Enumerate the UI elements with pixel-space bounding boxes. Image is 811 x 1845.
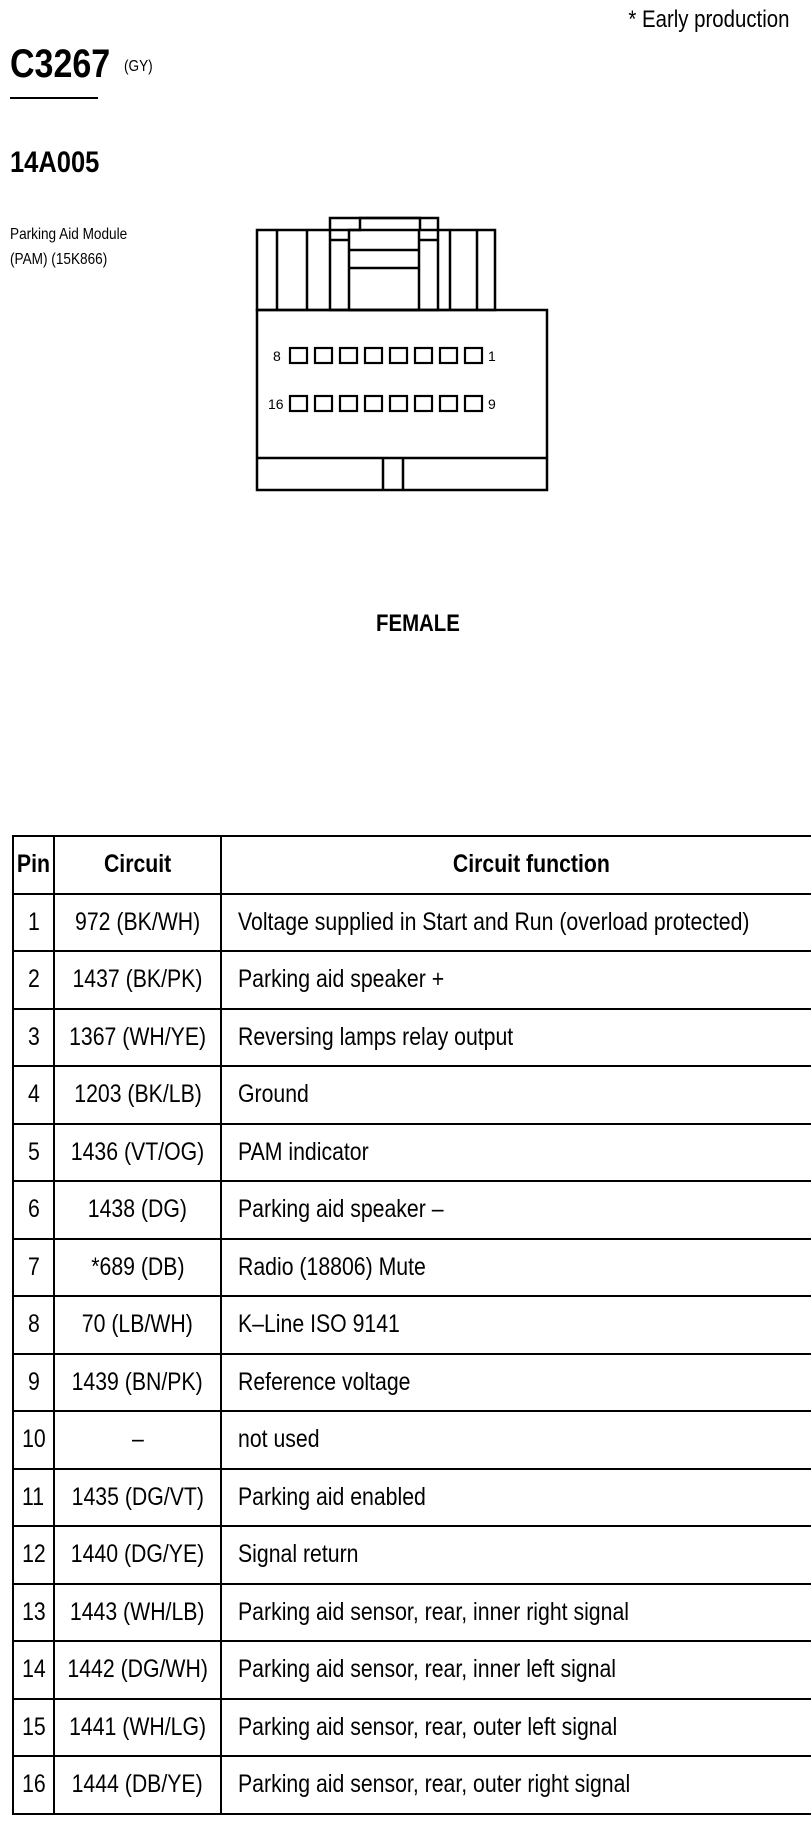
cell-circuit: 1438 (DG) (52, 1180, 223, 1240)
cell-circuit: 1437 (BK/PK) (52, 950, 223, 1010)
cell-circuit: *689 (DB) (52, 1237, 223, 1297)
cell-function: Parking aid speaker + (220, 950, 811, 1010)
description-line-1: Parking Aid Module (10, 226, 128, 243)
description-line-2: (PAM) (15K866) (10, 251, 108, 268)
connector-color: (GY) (124, 58, 153, 75)
latch (328, 216, 440, 312)
cell-pin: 6 (12, 1180, 55, 1240)
cell-pin: 5 (12, 1122, 55, 1182)
cell-function: PAM indicator (220, 1122, 811, 1182)
table-header-row: Pin Circuit Circuit function (12, 835, 811, 895)
cell-circuit: 1203 (BK/LB) (52, 1065, 223, 1125)
pin-label-1: 1 (488, 348, 496, 364)
pin-label-9: 9 (488, 396, 496, 412)
cell-function: Reference voltage (220, 1352, 811, 1412)
col-header-pin: Pin (12, 835, 55, 895)
cell-circuit: 1436 (VT/OG) (52, 1122, 223, 1182)
cell-pin: 12 (12, 1525, 55, 1585)
cell-function: Parking aid speaker – (220, 1180, 811, 1240)
cell-function: Signal return (220, 1525, 811, 1585)
footnote: * Early production (627, 6, 789, 33)
cell-circuit: 1367 (WH/YE) (52, 1007, 223, 1067)
cell-function: Reversing lamps relay output (220, 1007, 811, 1067)
connector-id-underline (10, 97, 98, 99)
cell-circuit: 1439 (BN/PK) (52, 1352, 223, 1412)
cell-pin: 2 (12, 950, 55, 1010)
connector-face-diagram: 8 1 16 9 (255, 216, 549, 492)
cell-function: Parking aid enabled (220, 1467, 811, 1527)
cell-function: not used (220, 1410, 811, 1470)
cell-function: Parking aid sensor, rear, inner left sig… (220, 1640, 811, 1700)
connector-id: C3267 (10, 42, 111, 86)
pin-label-16: 16 (268, 396, 284, 412)
part-number: 14A005 (10, 146, 100, 179)
cell-pin: 16 (12, 1755, 55, 1815)
cell-circuit: 972 (BK/WH) (52, 892, 223, 952)
cell-circuit: 1443 (WH/LB) (52, 1582, 223, 1642)
cell-pin: 13 (12, 1582, 55, 1642)
cell-pin: 15 (12, 1697, 55, 1757)
cell-circuit: 1441 (WH/LG) (52, 1697, 223, 1757)
cell-circuit: – (52, 1410, 223, 1470)
cell-function: Radio (18806) Mute (220, 1237, 811, 1297)
cell-function: Parking aid sensor, rear, outer left sig… (220, 1697, 811, 1757)
cell-function: Voltage supplied in Start and Run (overl… (220, 892, 811, 952)
pin-cavities (288, 346, 484, 413)
col-header-circuit: Circuit (52, 835, 223, 895)
cell-pin: 3 (12, 1007, 55, 1067)
cell-pin: 11 (12, 1467, 55, 1527)
cell-pin: 9 (12, 1352, 55, 1412)
table-row: 10–not used (12, 1410, 811, 1470)
connector-gender: FEMALE (376, 610, 460, 637)
cell-function: Parking aid sensor, rear, inner right si… (220, 1582, 811, 1642)
connector-housing-top (255, 216, 497, 312)
cell-pin: 7 (12, 1237, 55, 1297)
cell-function: K–Line ISO 9141 (220, 1295, 811, 1355)
cell-circuit: 1440 (DG/YE) (52, 1525, 223, 1585)
cell-pin: 8 (12, 1295, 55, 1355)
cell-pin: 14 (12, 1640, 55, 1700)
cell-function: Ground (220, 1065, 811, 1125)
cell-circuit: 1444 (DB/YE) (52, 1755, 223, 1815)
col-header-function: Circuit function (220, 835, 811, 895)
table-row: 7*689 (DB)Radio (18806) Mute (12, 1237, 811, 1297)
cell-circuit: 1435 (DG/VT) (52, 1467, 223, 1527)
cell-pin: 4 (12, 1065, 55, 1125)
component-description: Parking Aid Module (PAM) (15K866) (10, 222, 127, 272)
cell-pin: 10 (12, 1410, 55, 1470)
cell-function: Parking aid sensor, rear, outer right si… (220, 1755, 811, 1815)
pin-label-8: 8 (273, 348, 281, 364)
cell-pin: 1 (12, 892, 55, 952)
cell-circuit: 70 (LB/WH) (52, 1295, 223, 1355)
cell-circuit: 1442 (DG/WH) (52, 1640, 223, 1700)
